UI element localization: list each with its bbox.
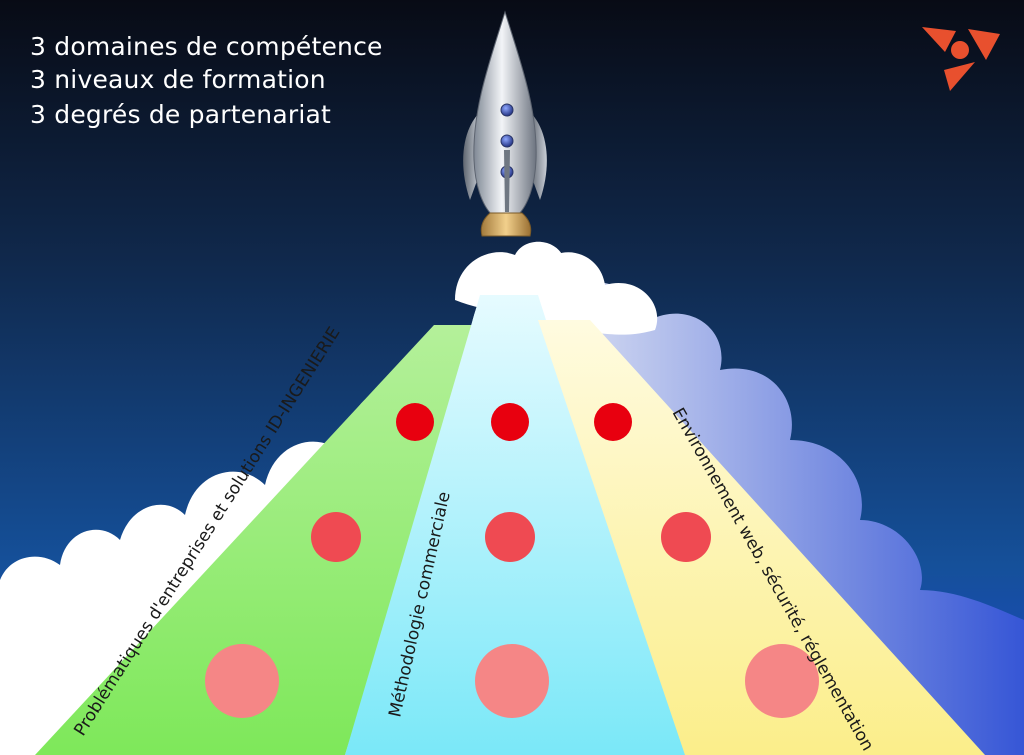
dot-left-level-1 <box>396 403 434 441</box>
beam-left <box>35 325 480 755</box>
dot-right-level-3 <box>745 644 819 718</box>
dot-left-level-3 <box>205 644 279 718</box>
dot-middle-level-2 <box>485 512 535 562</box>
logo-icon <box>922 27 1000 91</box>
level-dots <box>205 403 819 718</box>
headline-line-1: 3 domaines de compétence <box>30 32 383 61</box>
beam-right <box>538 320 985 755</box>
rocket-icon <box>463 10 547 237</box>
dot-middle-level-1 <box>491 403 529 441</box>
dot-right-level-1 <box>594 403 632 441</box>
dot-right-level-2 <box>661 512 711 562</box>
dot-left-level-2 <box>311 512 361 562</box>
headline-line-3: 3 degrés de partenariat <box>30 100 332 129</box>
dot-middle-level-3 <box>475 644 549 718</box>
headline-line-2: 3 niveaux de formation <box>30 65 326 94</box>
